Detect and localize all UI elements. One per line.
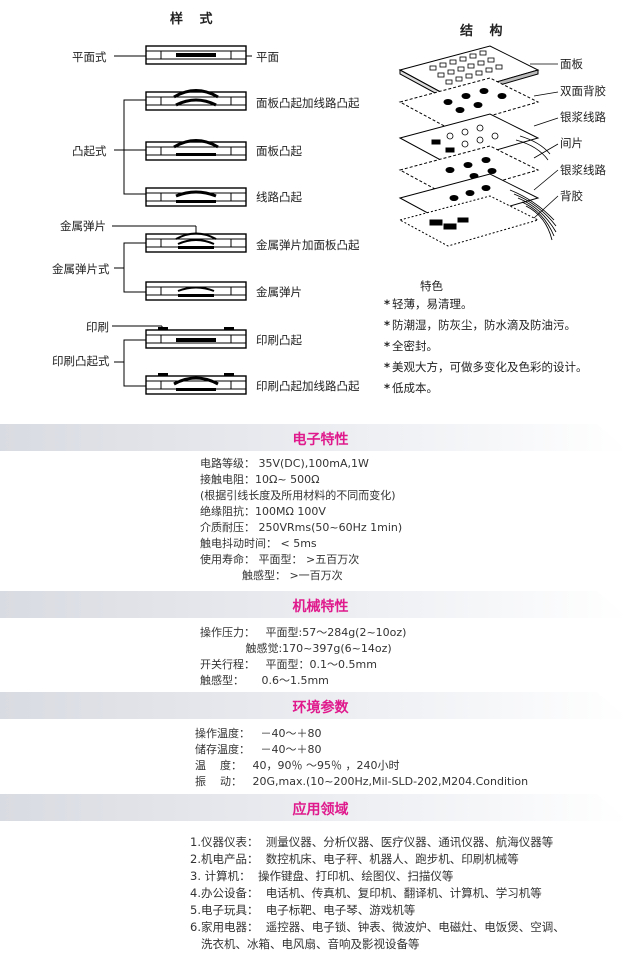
asterisk-icon: * — [384, 360, 391, 374]
feature-item: *防潮湿，防灰尘，防水滴及防油污。 — [384, 318, 577, 332]
spec-line: 储存温度： －40～＋80 — [195, 743, 322, 756]
application-item: 6.家用电器： 遥控器、电子锁、钟表、微波炉、电磁灶、电饭煲、空调、 — [190, 920, 565, 934]
spec-line: 使用寿命： 平面型： >五百万次 — [200, 553, 360, 566]
application-item: 5.电子玩具： 电子标靶、电子琴、游戏机等 — [190, 903, 416, 917]
asterisk-icon: * — [384, 339, 391, 353]
style-item-label: 印刷凸起 — [256, 333, 302, 347]
section-title: 应用领域 — [292, 802, 349, 818]
style-item-label: 印刷凸起加线路凸起 — [256, 379, 360, 393]
layer-label: 间片 — [560, 136, 583, 150]
styles-diagram — [112, 45, 252, 395]
category-print-label: 印刷 — [86, 320, 109, 334]
layer-label: 面板 — [560, 57, 583, 71]
spec-line: 操作温度： －40～＋80 — [195, 727, 322, 740]
section-bar-environment — [0, 692, 628, 719]
asterisk-icon: * — [384, 381, 391, 395]
style-circuit-raised-figure — [145, 187, 247, 207]
spec-line: 介质耐压： 250VRms(50~60Hz 1min) — [200, 521, 403, 534]
spec-line: 接触电阻：10Ω~ 500Ω — [200, 473, 320, 486]
application-item: 3. 计算机： 操作键盘、打印机、绘图仪、扫描仪等 — [190, 869, 454, 883]
feature-item: *低成本。 — [384, 381, 439, 395]
spec-line: 开关行程： 平面型：0.1～0.5mm — [200, 658, 377, 671]
section-title: 机械特性 — [292, 599, 349, 615]
category-print-raised: 印刷凸起式 — [52, 354, 110, 368]
asterisk-icon: * — [384, 297, 391, 311]
electrical-spec-list: 电路等级： 35V(DC),100mA,1W 接触电阻：10Ω~ 500Ω (根… — [200, 456, 402, 584]
features-title: 特色 — [420, 279, 443, 293]
layer-label: 银浆线路 — [560, 110, 606, 124]
style-item-label: 面板凸起加线路凸起 — [256, 96, 360, 110]
section-bar-electrical — [0, 424, 628, 451]
spec-line: 触感型： 0.6～1.5mm — [200, 674, 329, 687]
application-item: 1.仪器仪表： 测量仪器、分析仪器、医疗仪器、通讯仪器、航海仪器等 — [190, 835, 554, 849]
style-item-label: 金属弹片加面板凸起 — [256, 238, 360, 252]
applications-list: 1.仪器仪表： 测量仪器、分析仪器、医疗仪器、通讯仪器、航海仪器等 2.机电产品… — [190, 834, 565, 953]
spec-line: 触电抖动时间： < 5ms — [200, 537, 317, 550]
styles-heading: 样 式 — [170, 12, 219, 27]
section-title: 环境参数 — [292, 700, 349, 716]
style-item-label: 平面 — [256, 50, 279, 64]
feature-item: *美观大方，可做多变化及色彩的设计。 — [384, 360, 588, 374]
style-metal-dome-figure — [145, 281, 247, 301]
layer-adhesive — [398, 77, 540, 129]
category-metal: 金属弹片式 — [52, 262, 110, 276]
style-item-label: 面板凸起 — [256, 144, 302, 158]
section-title: 电子特性 — [292, 432, 349, 448]
layer-spacer — [398, 145, 540, 197]
section-bar-mechanical — [0, 591, 628, 618]
section-electrical-header: 电子特性 — [0, 424, 641, 452]
spec-line: (根据引线长度及所用材料的不同而变化) — [200, 489, 396, 502]
spec-line: 绝缘阻抗：100MΩ 100V — [200, 505, 326, 518]
style-connectors — [112, 55, 252, 387]
section-bar-applications — [0, 794, 628, 821]
asterisk-icon: * — [384, 318, 391, 332]
layer-label: 银浆线路 — [560, 163, 606, 177]
feature-item: *全密封。 — [384, 339, 439, 353]
features-list: *轻薄，易清理。 *防潮湿，防灰尘，防水滴及防油污。 *全密封。 *美观大方，可… — [384, 294, 588, 399]
layer-label: 双面背胶 — [560, 84, 606, 98]
style-panel-raised-figure — [145, 139, 247, 161]
spec-line: 触感觉:170~397g(6~14oz) — [200, 642, 392, 655]
structure-exploded-figure — [398, 45, 559, 247]
environment-spec-list: 操作温度： －40～＋80 储存温度： －40～＋80 温 度： 40，90％ … — [195, 726, 528, 790]
spec-line: 触感型： >一百万次 — [200, 569, 343, 582]
layer-back-adhesive — [398, 195, 540, 247]
section-applications-header: 应用领域 — [0, 794, 641, 822]
application-item: 4.办公设备： 电话机、传真机、复印机、翻译机、计算机、学习机等 — [190, 886, 542, 900]
spec-line: 振 动： 20G,max.(10~200Hz,Mil-SLD-202,M204.… — [195, 775, 529, 788]
application-item: 洗衣机、冰箱、电风扇、音响及影视设备等 — [190, 937, 420, 951]
spec-line: 电路等级： 35V(DC),100mA,1W — [200, 457, 369, 470]
feature-item: *轻薄，易清理。 — [384, 297, 473, 311]
style-item-label: 线路凸起 — [256, 190, 302, 204]
style-panel-circuit-raised-figure — [145, 89, 247, 111]
layer-label: 背胶 — [560, 189, 583, 203]
structure-heading: 结 构 — [460, 24, 509, 39]
category-metal-label: 金属弹片 — [60, 219, 106, 233]
style-printed-circuit-raised-figure — [145, 373, 247, 395]
category-flat: 平面式 — [72, 50, 107, 64]
style-item-label: 金属弹片 — [256, 285, 302, 299]
section-environment-header: 环境参数 — [0, 692, 641, 720]
style-flat-figure — [145, 45, 247, 65]
spec-line: 操作压力： 平面型:57～284g(2~10oz) — [200, 626, 407, 639]
spec-line: 温 度： 40，90％ ～95％ ，240小时 — [195, 759, 400, 772]
application-item: 2.机电产品： 数控机床、电子秤、机器人、跑步机、印刷机械等 — [190, 852, 519, 866]
category-raised: 凸起式 — [72, 144, 107, 158]
layer-circuit-1 — [398, 113, 540, 165]
mechanical-spec-list: 操作压力： 平面型:57～284g(2~10oz) 触感觉:170~397g(6… — [200, 625, 406, 689]
section-mechanical-header: 机械特性 — [0, 591, 641, 619]
style-printed-raised-figure — [145, 327, 247, 349]
